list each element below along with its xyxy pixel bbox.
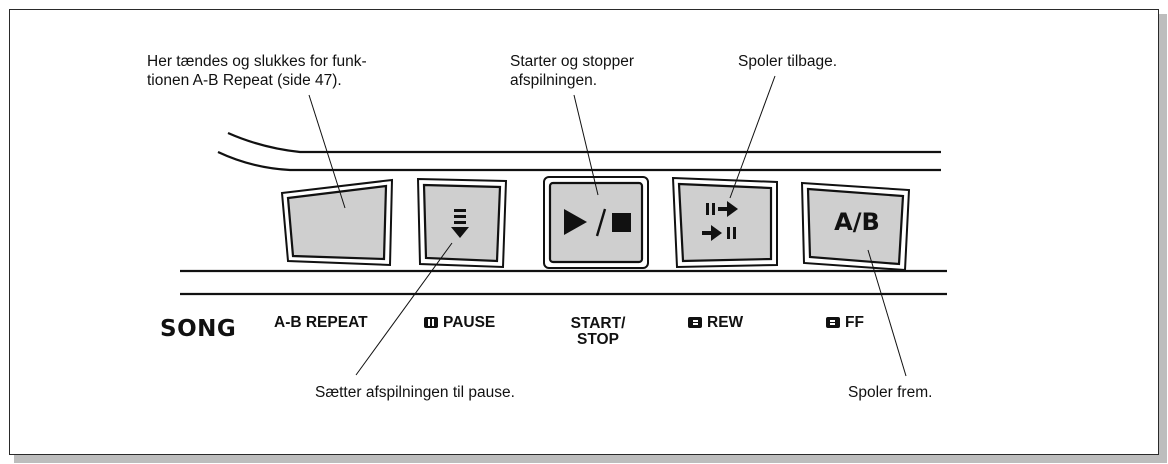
label-start-stop: START/ STOP (570, 315, 626, 348)
callout-fast-forward: Spoler frem. (848, 384, 933, 401)
ff-square-icon (826, 317, 840, 328)
frame-shadow-bottom (14, 455, 1166, 463)
label-ff-text: FF (845, 314, 864, 331)
rewind-icon (702, 201, 738, 241)
ab-button-glyph: A/B (834, 208, 880, 236)
leader-rewind (729, 75, 776, 199)
ab-repeat-button[interactable] (280, 178, 394, 267)
leader-ab-repeat (308, 94, 346, 209)
song-section-label: SONG (160, 316, 237, 342)
rew-square-icon (688, 317, 702, 328)
label-pause: PAUSE (424, 314, 495, 332)
pause-arrow-icon (451, 209, 469, 238)
callout-start-stop: Starter og stopper afspilningen. (510, 53, 635, 89)
label-ab-repeat: A-B REPEAT (274, 314, 368, 331)
start-stop-button[interactable] (543, 176, 649, 269)
callout-rewind: Spoler tilbage. (738, 53, 838, 70)
leader-pause (355, 242, 453, 376)
rew-button[interactable] (671, 176, 778, 269)
pause-button[interactable] (416, 177, 508, 269)
ff-button[interactable] (800, 181, 911, 272)
panel-edge-top (227, 131, 941, 154)
label-pause-text: PAUSE (443, 314, 496, 331)
frame-shadow-right (1159, 14, 1167, 463)
leader-start-stop (573, 94, 599, 196)
label-ff: FF (826, 314, 864, 332)
pause-square-icon (424, 317, 438, 328)
callout-ab-repeat: Her tændes og slukkes for funk- tionen A… (147, 53, 367, 89)
play-stop-icon (564, 208, 631, 237)
label-rew-text: REW (707, 314, 744, 331)
label-rew: REW (688, 314, 743, 332)
callout-pause: Sætter afspilningen til pause. (315, 384, 515, 401)
leader-fast-forward (867, 249, 907, 377)
panel-edge-second (217, 151, 941, 172)
